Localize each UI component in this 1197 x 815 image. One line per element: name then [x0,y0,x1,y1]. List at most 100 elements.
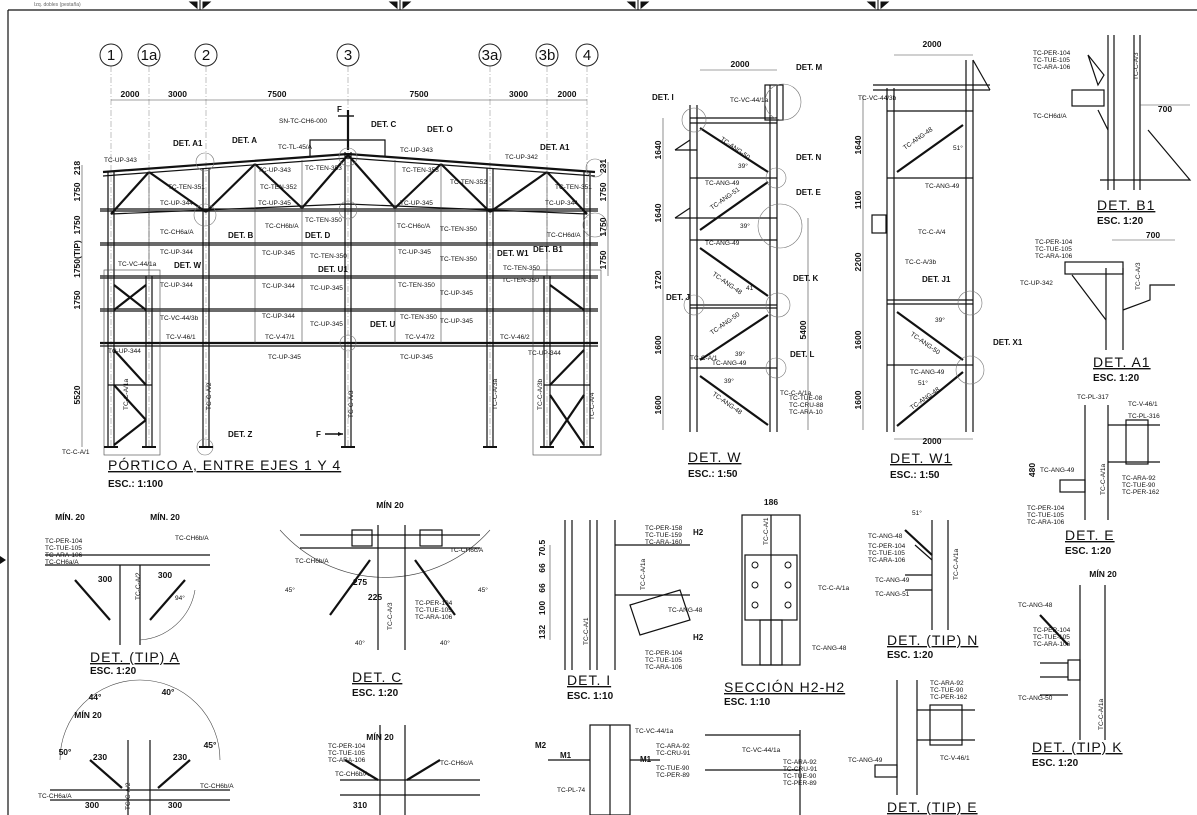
dimension: 2200 [853,252,863,271]
member-tag: TC-C-A/3 [387,602,394,630]
dimension: MÍN. 20 [55,512,85,522]
member-tag: TC-TL-45/A [278,144,313,151]
member-tag: TC-VC-44/1a [730,97,769,104]
member-tag: TC-UP-342 [1020,280,1053,287]
dimension: MÍN 20 [366,732,394,742]
member-tag: TC-C-A/2 [206,382,213,410]
member-tag: TC-ANG-49 [705,180,740,187]
member-tag: TC-ANG-49 [1040,467,1075,474]
dimension: 300 [158,570,172,580]
span-dimension: 7500 [268,89,287,99]
detail-callout: DET. A1 [540,143,570,152]
member-tag: TC-C-A/1a [1100,464,1107,495]
angle-label: 94° [175,594,185,602]
detail-callout: DET. W1 [497,249,529,258]
member-tag: TC-C-A/1 [583,617,590,645]
section-mark-bottom: F [316,430,321,439]
det-a1-title: DET. A1 [1093,354,1151,370]
dimension: MÍN 20 [376,500,404,510]
grid-axis-bubble [99,43,123,67]
member-tag: TC-UP-345 [310,321,343,328]
member-tag: TC-UP-344 [160,282,193,289]
member-tag: TC-ARA-106 [1027,519,1065,526]
member-tag: TC-TUE-90 [1122,482,1156,489]
det-tip-k: MÍN 20TC-ANG-48TC-PER-104TC-TUE-105TC-AR… [1018,569,1123,769]
member-tag: TC-UP-344 [160,200,193,207]
member-tag: TC-TUE-105 [1033,57,1070,64]
detail-callout: DET. M [796,63,823,72]
member-tag: TC-PER-104 [1027,505,1065,512]
truss-diagonals [110,154,588,215]
member-tag: TC-ANG-49 [910,369,945,376]
detail-callout: DET. L [790,350,815,359]
member-tag: TC-C-A/3b [537,379,544,410]
angle-label: 51° [918,379,928,387]
member-tag: TC-UP-344 [262,283,295,290]
member-tag: TC-C-A/3a [492,379,499,410]
detail-callout: DET. A [232,136,257,145]
detail-callout-circles [193,147,608,456]
member-tag: TC-ARA-10 [789,409,823,416]
member-tag: TC-PER-162 [1122,489,1160,496]
grid-axis-label: 3b [539,47,556,64]
member-tag: TC-ANG-49 [712,360,747,367]
det-w-title: DET. W [688,449,741,465]
member-tag: TC-CH6d/A [547,232,581,239]
member-tag: TC-TUE-90 [930,687,964,694]
dimension: 66 [537,563,547,573]
dimension: 1720 [653,270,663,289]
dimension: MÍN 20 [1089,569,1117,579]
member-tag: TC-UP-344 [262,313,295,320]
member-tag: TC-PER-104 [868,543,906,550]
angle-label: 39° [740,222,750,230]
member-tag: TC-PER-104 [1035,239,1073,246]
member-tag: TC-PER-158 [645,525,683,532]
grid-axis-bubble [478,43,502,67]
dimension: 50° [59,747,72,757]
member-tag: TC-CRU-88 [789,402,824,409]
span-dimension: 2000 [558,89,577,99]
member-tag: TC-TEN-353 [402,167,439,174]
member-tag: TC-CH6a/A [38,793,72,800]
det-tip-k-title: DET. (TIP) K [1032,739,1123,755]
member-tag: TC-V-46/1 [166,334,196,341]
member-tag: TC-C-A/1a [1098,699,1105,730]
member-tag: TC-UP-343 [400,147,433,154]
member-tag: TC-CH6b/A [295,558,329,565]
member-tag: TC-V-46/1 [1128,401,1158,408]
det-tip-n-scale: ESC. 1:20 [887,650,934,661]
dimension: 5400 [798,320,808,339]
member-tag: TC-PER-89 [783,780,817,787]
detail-callout: DET. U [370,320,396,329]
detail-callout: DET. N [796,153,822,162]
dimension: 230 [93,752,107,762]
member-tag: TC-C-A/3 [1135,262,1142,290]
member-tag: TC-TEN-350 [398,282,435,289]
member-tag: TC-C-A/1 [62,449,90,456]
portico-scale: ESC.: 1:100 [108,479,163,490]
dimension: 40° [162,687,175,697]
det-misc: TC-VC-44/1aTC-ARA-92TC-CRU-91TC-TUE-90TC… [705,730,818,815]
member-tag: TC-CH6b/A [175,535,209,542]
member-tag: TC-TEN-351 [168,184,205,191]
tower-box-left [103,269,161,456]
det-b1-scale: ESC. 1:20 [1097,216,1144,227]
member-tag: TC-UP-342 [505,154,538,161]
dimension: 45° [204,740,217,750]
member-tag: TC-TUE-90 [783,773,817,780]
det-w1-scale: ESC.: 1:50 [890,470,940,481]
truss-verticals [148,160,548,343]
det-tip-a-title: DET. (TIP) A [90,649,180,665]
member-tag: TC-ANG-51 [875,591,910,598]
member-tag: TC-PER-104 [645,650,683,657]
member-tag: TC-ANG-49 [848,757,883,764]
member-tag: TC-ARA-92 [930,680,964,687]
dimension: 230 [173,752,187,762]
detail-callout: DET. K [793,274,819,283]
member-tag: TC-TUE-90 [656,765,690,772]
dimension: MÍN 20 [74,710,102,720]
dimension: 275 [353,577,367,587]
dimension: 300 [85,800,99,810]
member-tag: TC-UP-344 [108,348,141,355]
